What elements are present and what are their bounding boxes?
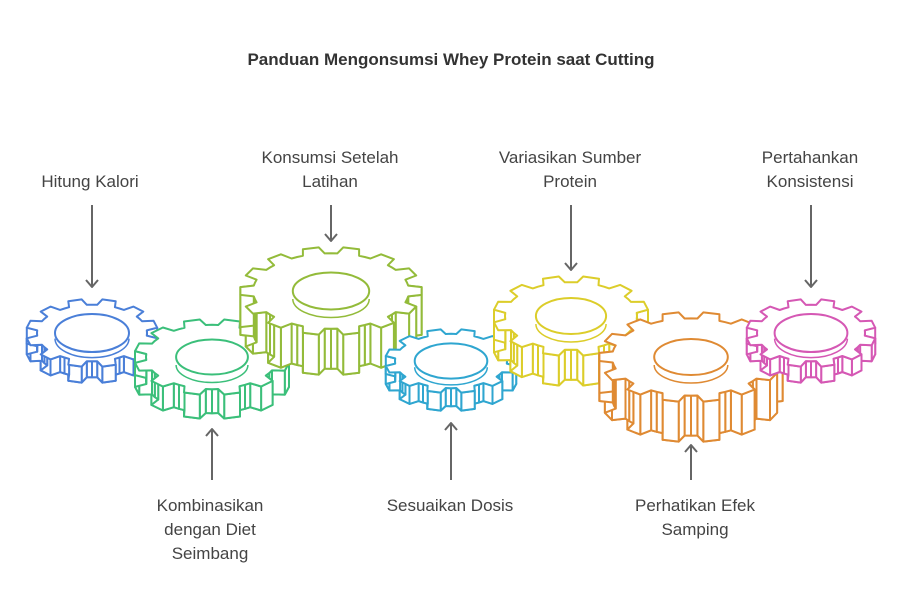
gear-hole-inner-edge (773, 338, 849, 359)
gear-side-face (460, 389, 476, 412)
pointer-arrow-1 (85, 205, 99, 288)
gear-side-face (820, 363, 836, 384)
gear-side-face (369, 322, 383, 369)
gear-hole (534, 297, 608, 335)
label-perhatikan-efek-samping: Perhatikan Efek Samping (634, 496, 755, 539)
diagram-title: Panduan Mengonsumsi Whey Protein saat Cu… (247, 50, 655, 69)
gear-side-face (582, 352, 600, 387)
gear-side-face (740, 388, 756, 436)
gear-hole (653, 338, 729, 376)
gear-hole (291, 271, 371, 311)
gear-side-face (786, 363, 802, 384)
gear-side-face (542, 352, 560, 387)
label-hitung-kalori: Hitung Kalori (41, 172, 139, 191)
gear-side-face (249, 382, 263, 412)
gear-side-face (661, 398, 680, 443)
gear-2 (134, 318, 290, 420)
gear-side-face (342, 331, 361, 376)
label-konsumsi-setelah-latihan: Konsumsi Setelah Latihan (261, 148, 399, 191)
label-sesuaikan-dosis: Sesuaikan Dosis (386, 496, 514, 515)
gear-4 (384, 328, 518, 412)
pointer-arrow-5 (564, 205, 578, 271)
gear-hole-inner-edge (175, 364, 249, 384)
pointer-arrow-3 (324, 205, 338, 242)
pointer-arrow-2 (205, 428, 219, 480)
pointer-arrow-7 (804, 205, 818, 288)
gear-hole (175, 338, 249, 376)
gear-hole-inner-edge (413, 367, 489, 386)
label-variasikan-sumber-protein: Variasikan Sumber Protein (498, 148, 642, 191)
gear-hole-inner-edge (535, 323, 607, 343)
gear-side-face (183, 391, 201, 420)
gear-hole (54, 313, 130, 353)
gear-hole (773, 313, 849, 353)
gear-side-face (639, 389, 653, 436)
gear-side-face (426, 389, 442, 412)
pointer-arrow-4 (444, 422, 458, 480)
gear-side-face (729, 389, 743, 436)
gear-hole-inner-edge (292, 298, 370, 319)
pointer-arrow-6 (684, 444, 698, 480)
gear-side-face (500, 371, 514, 392)
label-pertahankan-konsistensi: Pertahankan Konsistensi (761, 148, 859, 191)
gear-hole-inner-edge (54, 338, 130, 359)
gear-side-face (101, 363, 117, 384)
gear-side-face (755, 377, 771, 422)
gear-side-face (301, 331, 320, 376)
gear-hole-inner-edge (653, 364, 729, 384)
gear-side-face (67, 363, 83, 384)
gear-side-face (161, 382, 175, 412)
gear-side-face (223, 391, 241, 420)
gear-side-face (279, 322, 293, 369)
gear-7 (745, 298, 877, 384)
gear-hole (413, 342, 489, 380)
gear-side-face (702, 398, 721, 443)
gear-3 (239, 246, 423, 376)
label-kombinasikan-diet: Kombinasikan dengan Diet Seimbang (156, 496, 264, 563)
gear-side-face (520, 342, 534, 379)
gear-side-face (271, 369, 286, 396)
